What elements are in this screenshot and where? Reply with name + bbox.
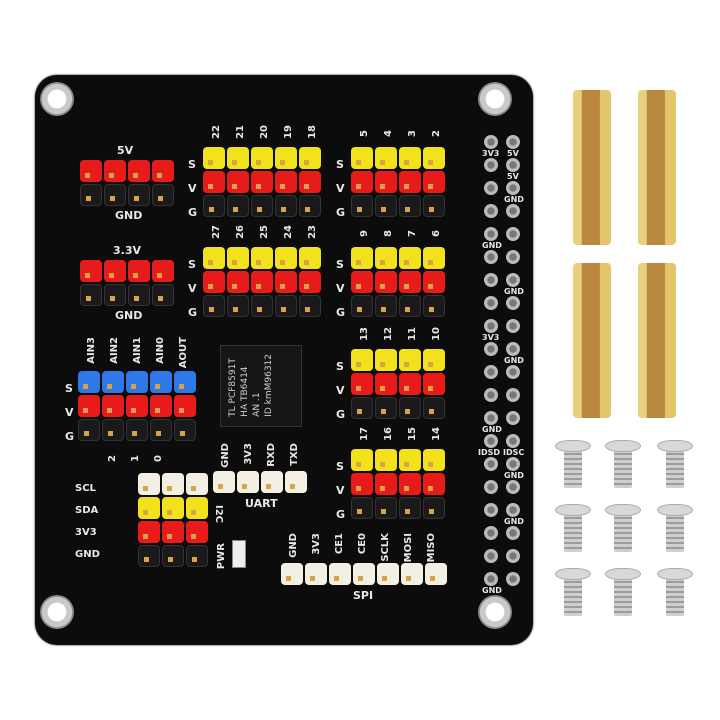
chip-marking: TL PCF8591T HA TB6414 AN .1 ID kmM96312 — [228, 354, 274, 417]
power-5v-label: 5V — [117, 144, 134, 157]
power-3v3-gnd-label: GND — [115, 309, 143, 322]
power-3v3-label: 3.3V — [113, 244, 141, 257]
screw — [605, 504, 641, 554]
gpio-header-27-23 — [203, 247, 321, 317]
standoff — [573, 263, 611, 418]
power-led — [232, 540, 246, 568]
standoff — [638, 90, 676, 245]
gpio-header-5-2 — [351, 147, 445, 217]
screw — [605, 568, 641, 618]
screw — [555, 440, 591, 490]
mounting-hole — [40, 82, 74, 116]
screw — [555, 504, 591, 554]
screw — [657, 504, 693, 554]
gpio-40pin-header: 3V3 5V 5V GND GND GND 3V3 GND GND IDSD I… — [478, 135, 524, 595]
gpio-header-17-14 — [351, 449, 445, 519]
mounting-hole — [478, 595, 512, 629]
spi-header — [281, 563, 447, 585]
mounting-hole — [40, 595, 74, 629]
gpio-header-9-6 — [351, 247, 445, 317]
analog-header — [78, 371, 196, 441]
standoff — [638, 263, 676, 418]
power-3v3-header — [80, 260, 174, 306]
uart-header — [213, 471, 307, 493]
gpio-header-13-10 — [351, 349, 445, 419]
i2c-header — [138, 473, 208, 567]
gpio-header-22-18 — [203, 147, 321, 217]
pwr-label: PWR — [216, 543, 227, 570]
screw — [657, 440, 693, 490]
screw — [657, 568, 693, 618]
mounting-hole — [478, 82, 512, 116]
i2c-title: I2C — [213, 505, 224, 524]
screw — [555, 568, 591, 618]
screw — [605, 440, 641, 490]
pcf8591-adc-chip: TL PCF8591T HA TB6414 AN .1 ID kmM96312 — [220, 345, 302, 427]
uart-title: UART — [245, 497, 278, 510]
power-5v-gnd-label: GND — [115, 209, 143, 222]
power-5v-header — [80, 160, 174, 206]
spi-title: SPI — [353, 589, 374, 602]
standoff — [573, 90, 611, 245]
